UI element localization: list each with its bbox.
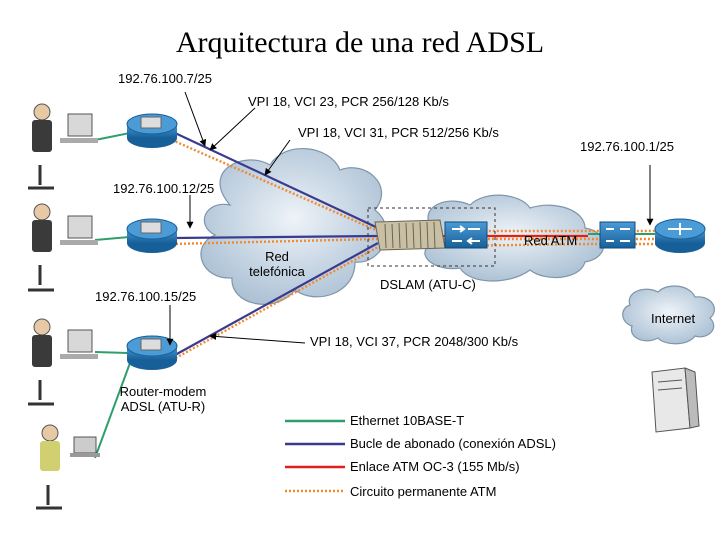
internet-label: Internet — [651, 311, 696, 326]
atm-permanent-circuits — [171, 138, 660, 362]
telephone-network-cloud — [200, 147, 388, 305]
ethernet-links — [94, 132, 655, 459]
red-atm-label: Red ATM — [524, 233, 578, 248]
red-telefonica-line1: Red — [265, 249, 289, 264]
dslam-label: DSLAM (ATU-C) — [380, 277, 476, 292]
adsl-router-1 — [126, 113, 178, 148]
user-workstation-3 — [28, 318, 98, 406]
legend-oc3: Enlace ATM OC-3 (155 Mb/s) — [350, 459, 520, 474]
adsl-router-2 — [126, 218, 178, 253]
adsl-router-3 — [126, 335, 178, 370]
dslam-device — [374, 219, 446, 251]
legend-ethernet: Ethernet 10BASE-T — [350, 413, 465, 428]
ip-router-2: 192.76.100.12/25 — [113, 181, 215, 196]
ip-atm-router: 192.76.100.1/25 — [580, 139, 674, 154]
vpi-label-1: VPI 18, VCI 23, PCR 256/128 Kb/s — [248, 94, 449, 109]
user-workstation-1 — [28, 103, 98, 190]
atm-switch-2 — [599, 221, 636, 249]
annotation-arrows — [166, 91, 654, 346]
subscriber-loops — [174, 132, 379, 356]
server-icon — [651, 367, 700, 433]
dslam-enclosure — [367, 207, 496, 267]
atm-network-cloud — [419, 194, 605, 282]
diagram-title: Arquitectura de una red ADSL — [175, 26, 545, 59]
atm-switch-1 — [444, 221, 488, 249]
red-telefonica-line2: telefónica — [249, 264, 305, 279]
vpi-label-3: VPI 18, VCI 37, PCR 2048/300 Kb/s — [310, 334, 519, 349]
ip-router-1: 192.76.100.7/25 — [118, 71, 212, 86]
user-workstation-2 — [28, 203, 98, 292]
user-laptop-4 — [36, 424, 100, 510]
vpi-label-2: VPI 18, VCI 31, PCR 512/256 Kb/s — [298, 125, 499, 140]
ip-router-3: 192.76.100.15/25 — [95, 289, 197, 304]
router-modem-line2: ADSL (ATU-R) — [120, 399, 206, 414]
legend-pvc: Circuito permanente ATM — [350, 484, 497, 499]
legend-loop: Bucle de abonado (conexión ADSL) — [350, 436, 556, 451]
router-modem-line1: Router-modem — [119, 384, 207, 399]
legend-swatches — [285, 419, 345, 493]
internet-cloud — [622, 285, 715, 345]
atm-router — [654, 218, 706, 253]
